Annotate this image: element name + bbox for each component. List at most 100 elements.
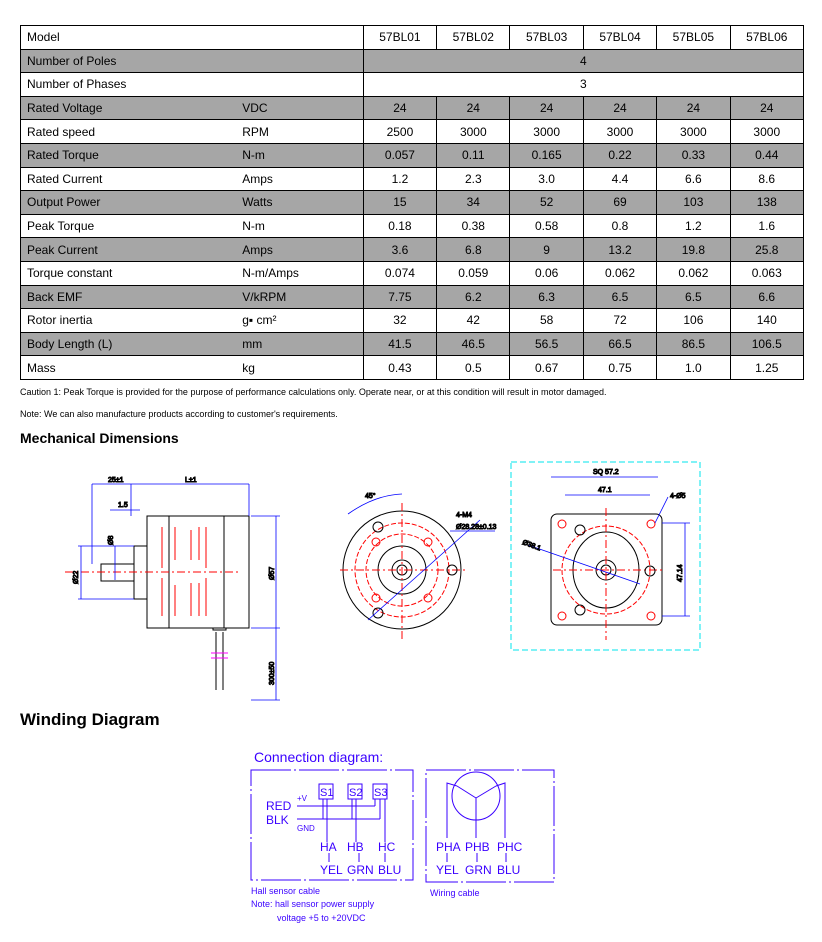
phase-pha: PHA [436,840,461,854]
dim-flange: 1.5 [118,502,128,509]
row-value: 0.5 [436,355,511,380]
row-label: Rated speed [20,119,243,144]
row-value: 6.6 [729,284,805,310]
phase-wiring-diagram: PHA PHB PHC YEL GRN BLU Wiring cable [425,769,555,898]
dim-holes: 4-Ø5 [670,493,686,500]
row-value: 1.6 [729,213,805,239]
row-value: 3.0 [509,166,584,192]
row-value: 6.8 [436,237,511,262]
dim-shaft-length: 25±1 [108,477,124,484]
sensor-s3: S3 [374,787,387,799]
row-value: 4.4 [582,166,658,192]
row-value: 58 [509,308,584,333]
row-value: 24 [362,95,438,121]
label-gnd: GND [297,824,315,833]
label-vplus: +V [297,794,308,803]
row-value: 66.5 [582,331,658,357]
caution-note: Caution 1: Peak Torque is provided for t… [20,387,607,397]
row-unit: Amps [242,237,364,262]
sensor-s2: S2 [349,787,362,799]
row-unit [242,72,364,97]
row-value: 0.074 [362,260,438,286]
row-value: 41.5 [362,331,438,357]
hall-note-1: Note: hall sensor power supply [251,899,375,909]
row-label: Mass [20,355,243,380]
row-unit: N-m [242,142,364,168]
dim-cable-length: 300±50 [269,662,276,685]
phase-color-grn: GRN [465,863,492,877]
row-label: Rated Voltage [20,95,243,121]
row-value: 0.06 [509,260,584,286]
row-value-merged: 4 [362,48,805,74]
customization-note: Note: We can also manufacture products a… [20,409,338,419]
row-value: 15 [362,190,438,215]
color-yel: YEL [320,863,343,877]
color-grn: GRN [347,863,374,877]
row-value: 6.2 [436,284,511,310]
row-value: 34 [436,190,511,215]
row-value: 0.063 [729,260,805,286]
row-value: 24 [436,95,511,121]
row-label: Torque constant [20,260,243,286]
row-value: 1.25 [729,355,805,380]
row-unit: VDC [242,95,364,121]
row-value: 42 [436,308,511,333]
row-unit: Watts [242,190,364,215]
row-value: 56.5 [509,331,584,357]
row-value: 6.5 [656,284,731,310]
hall-caption: Hall sensor cable [251,886,320,896]
wire-red: RED [266,799,292,813]
dim-hole-pitch: 47.1 [598,487,612,494]
row-label: Peak Current [20,237,243,262]
row-unit: kg [242,355,364,380]
front-view-drawing: 45° 4-M4 Ø28.28±0.13 [340,492,497,640]
row-value: 0.38 [436,213,511,239]
row-value: 0.44 [729,142,805,168]
dim-screws: 4-M4 [456,512,472,519]
signal-hc: HC [378,840,396,854]
row-value: 0.43 [362,355,438,380]
row-value: 24 [509,95,584,121]
dim-pcd: Ø28.28±0.13 [456,524,497,531]
row-value: 0.059 [436,260,511,286]
row-value: 8.6 [729,166,805,192]
row-value: 3000 [656,119,731,144]
wiring-caption: Wiring cable [430,888,480,898]
row-value: 24 [582,95,658,121]
row-value: 3000 [509,119,584,144]
dim-body-dia: Ø57 [269,567,276,580]
hall-sensor-diagram: Connection diagram: S1 S2 S3 RED BLK +V … [250,749,414,923]
phase-phb: PHB [465,840,490,854]
row-value: 1.2 [656,213,731,239]
row-value: 69 [582,190,658,215]
row-value: 0.165 [509,142,584,168]
row-value: 3000 [582,119,658,144]
row-label: Number of Phases [20,72,243,97]
row-value: 3.6 [362,237,438,262]
dim-angle: 45° [365,492,376,500]
sensor-s1: S1 [320,787,333,799]
phase-color-yel: YEL [436,863,459,877]
side-view-drawing: 25±1 L±1 1.5 Ø8 Ø22 Ø57 300±50 [65,477,280,701]
row-value: 86.5 [656,331,731,357]
hall-note-2: voltage +5 to +20VDC [277,913,366,923]
row-value: 13.2 [582,237,658,262]
row-value: 0.062 [582,260,658,286]
flange-view-drawing: SQ 57.2 47.1 4-Ø5 Ø38.1 47.14 [510,461,701,651]
row-label: Body Length (L) [20,331,243,357]
phase-color-blu: BLU [497,863,520,877]
row-value: 0.75 [582,355,658,380]
phase-phc: PHC [497,840,523,854]
wire-blk: BLK [266,813,289,827]
row-value: 0.062 [656,260,731,286]
dim-shaft-dia: Ø8 [108,536,115,545]
row-value: 19.8 [656,237,731,262]
row-value: 0.67 [509,355,584,380]
